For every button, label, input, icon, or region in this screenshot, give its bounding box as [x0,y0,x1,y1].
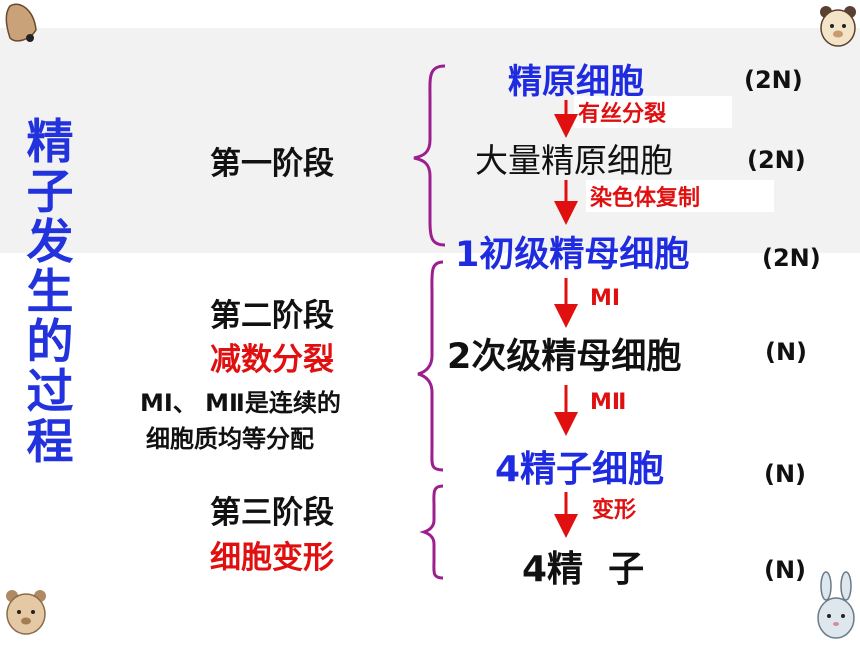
stage-3-label: 第三阶段 [210,495,334,531]
bracket-stage-1 [413,64,446,247]
step-meiosis-2: MⅡ [590,390,627,415]
step-meiosis-1: MⅠ [590,286,621,311]
title-char: 的 [26,315,74,370]
note-line-1: MⅠ、 MⅡ是连续的 [140,389,341,417]
bunny-face-icon [817,571,855,639]
stage-2-label: 第二阶段 [210,298,334,334]
title-char: 程 [26,415,74,470]
cell-many-spermatogonia: 大量精原细胞 [475,141,673,180]
title-char: 生 [26,265,74,320]
step-mitosis: 有丝分裂 [574,96,732,128]
title-char: 子 [26,165,74,220]
bracket-stage-2 [417,260,444,472]
leaf-icon [5,3,37,42]
ploidy-4: (N) [765,338,808,366]
cell-primary-spermatocyte: 1初级精母细胞 [455,235,690,275]
ploidy-5: (N) [764,460,807,488]
note-line-2: 细胞质均等分配 [146,425,314,453]
step-chromosome-replication: 染色体复制 [586,180,774,212]
title-char: 精 [26,115,74,170]
stage-1-label: 第一阶段 [210,146,334,182]
step-transform: 变形 [592,498,637,523]
stage-2-sub: 减数分裂 [210,342,334,378]
title-char: 发 [26,215,74,270]
bracket-stage-3 [419,484,444,580]
ploidy-6: (N) [764,556,807,584]
vertical-title: 精 子 发 生 的 过 程 [22,118,78,468]
title-char: 过 [26,365,74,420]
cell-spermatogonium: 精原细胞 [508,62,644,102]
ploidy-1: (2N) [744,66,803,94]
cell-secondary-spermatocyte: 2次级精母细胞 [447,337,682,377]
bear-face-icon [820,6,856,47]
ploidy-2: (2N) [747,146,806,174]
bear-face-icon [6,590,46,635]
cell-spermatid: 4精子细胞 [495,449,665,490]
ploidy-3: (2N) [762,244,821,272]
stage-3-sub: 细胞变形 [210,540,334,576]
cell-sperm: 4精 子 [522,549,645,590]
